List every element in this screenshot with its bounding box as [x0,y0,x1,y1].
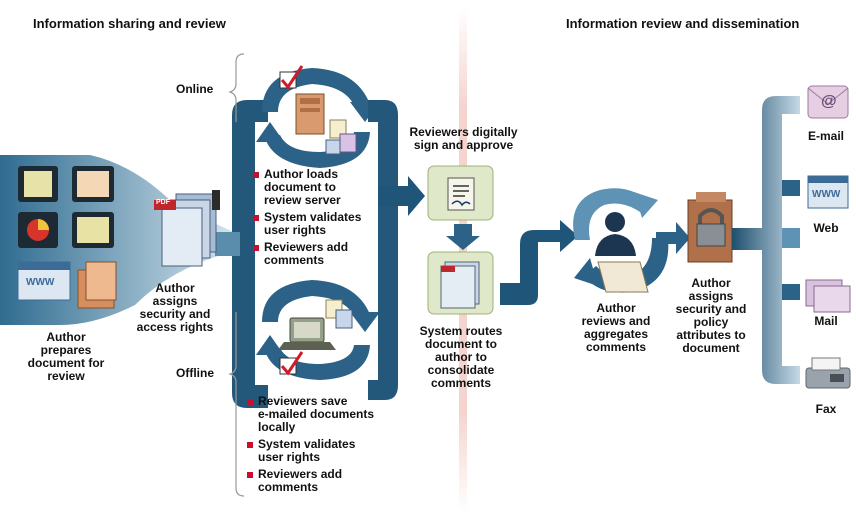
offline-brace [228,312,245,497]
offline-check-icon [279,351,304,376]
flow-arrow-down [446,224,480,250]
offline-step: System validates user rights [246,438,374,464]
author-doc-icons [17,166,117,309]
online-check-icon [279,65,304,90]
heading-review-dissemination: Information review and dissemination [566,16,800,31]
fax-icon [805,357,851,389]
label-author-assigns-policy: Author assigns security and policy attri… [675,276,747,355]
flow-merge-right [368,100,398,400]
online-cycle-arrow-bottom [256,122,284,142]
flow-arrow-to-reviewers [378,176,425,216]
label-offline: Offline [176,366,214,380]
label-author-prepares: Author prepares document for review [27,330,105,383]
output-label-web: Web [813,221,839,235]
output-label-fax: Fax [815,402,837,416]
output-label-mail: Mail [814,314,838,328]
review-cycle-arc-left [573,188,645,240]
mail-icon [805,279,851,313]
www-glyph: WWW [812,189,841,200]
online-brace [228,53,245,122]
flow-branch-security [215,232,240,256]
label-author-reviews: Author reviews and aggregates comments [581,301,651,354]
email-glyph: @ [821,93,837,110]
flow-arrow-to-lock [656,222,690,254]
offline-step: Reviewers save e-mailed documents locall… [246,395,374,434]
online-cycle-arc-bottom [264,132,370,168]
label-system-routes: System routes document to author to cons… [419,324,503,390]
flow-arrow-to-author-review [500,220,578,305]
offline-cycle-arc-top [262,280,372,322]
output-label-email: E-mail [807,129,844,143]
email-icon [807,85,849,119]
online-steps-list: Author loads document to review server S… [252,168,361,271]
flow-trunk-left [232,100,268,408]
offline-steps-list: Reviewers save e-mailed documents locall… [246,395,374,498]
label-reviewers-sign: Reviewers digitally sign and approve [409,125,518,152]
review-server-icon [295,93,357,155]
www-label-left: WWW [26,277,55,288]
flow-trunk-distribution [732,96,800,384]
offline-cycle-arrow-bottom [256,335,284,355]
offline-step: Reviewers add comments [246,468,374,494]
online-step: System validates user rights [252,211,361,237]
pdf-security-stack [154,190,220,267]
online-step: Reviewers add comments [252,241,361,267]
web-icon [807,175,849,209]
label-online: Online [176,82,214,96]
reviewer-person [605,212,625,232]
pdf-label: PDF [156,199,170,206]
laptop-icon [278,299,353,350]
online-step: Author loads document to review server [252,168,361,207]
heading-sharing-review: Information sharing and review [33,16,226,31]
label-author-assigns-security: Author assigns security and access right… [136,281,214,334]
offline-cycle-arrow-top [350,312,380,332]
